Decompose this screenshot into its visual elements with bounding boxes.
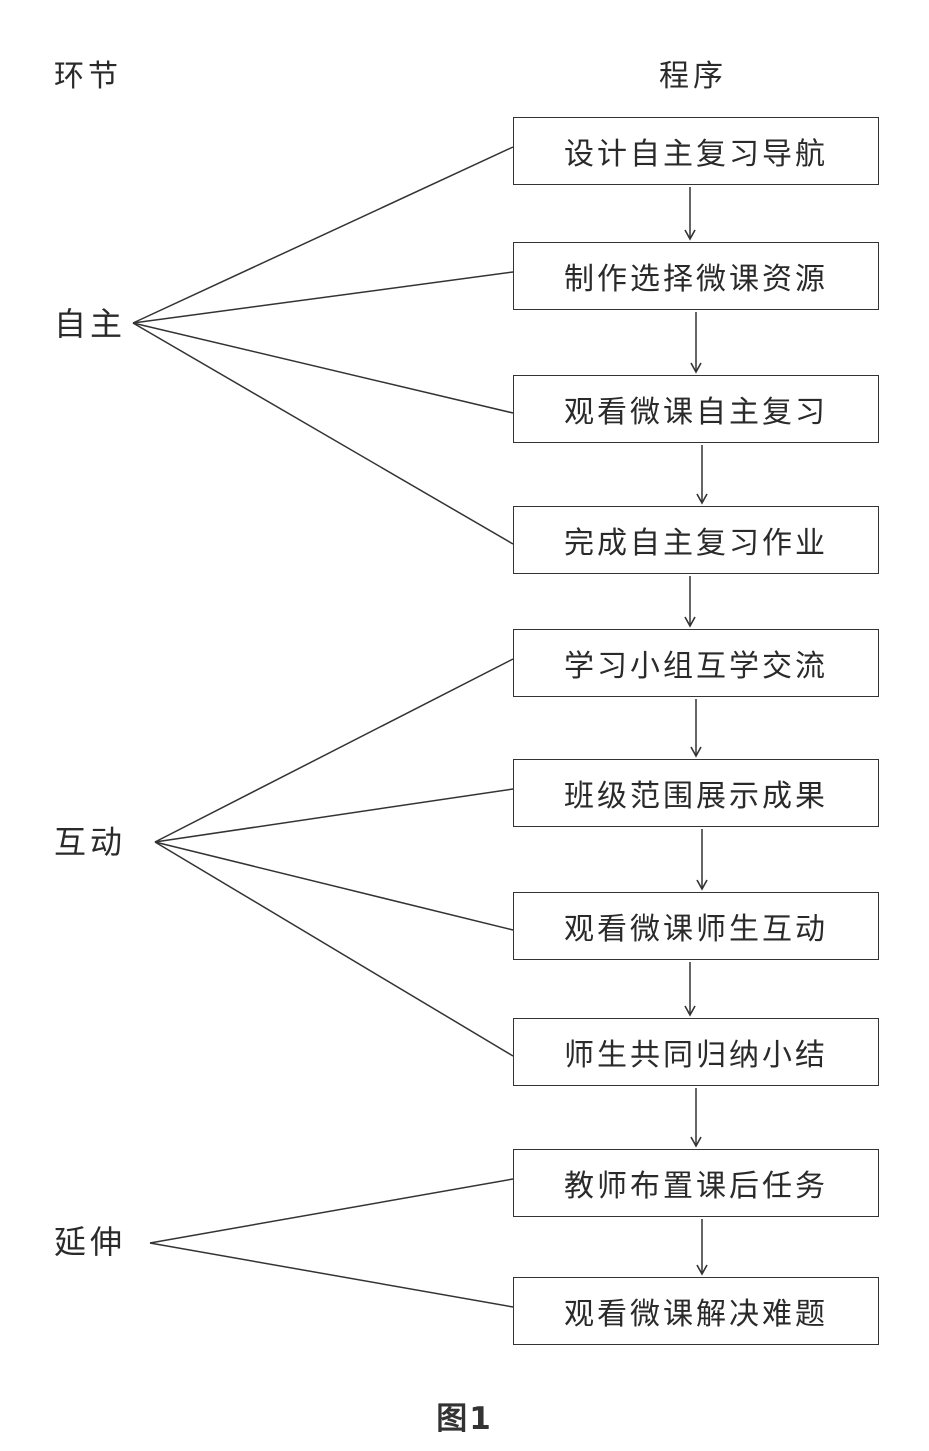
procedure-column-header: 程序 (659, 59, 727, 94)
step-box-5: 学习小组互学交流 (513, 629, 879, 697)
step-box-4: 完成自主复习作业 (513, 506, 879, 574)
step-arrows (684, 187, 708, 1276)
step-box-8: 师生共同归纳小结 (513, 1018, 879, 1086)
step-box-9: 教师布置课后任务 (513, 1149, 879, 1217)
connector-line-4 (132, 322, 514, 545)
step-box-1: 设计自主复习导航 (513, 117, 879, 185)
connector-line-8 (154, 841, 514, 1057)
step-box-7: 观看微课师生互动 (513, 892, 879, 960)
stage-label-zizhu: 自主 (54, 305, 127, 343)
connector-line-3 (132, 322, 514, 414)
connector-line-6 (154, 788, 514, 843)
connector-line-2 (132, 271, 514, 324)
stage-label-yanshen: 延伸 (54, 1223, 127, 1261)
connector-line-10 (149, 1242, 514, 1308)
step-box-10: 观看微课解决难题 (513, 1277, 879, 1345)
step-box-3: 观看微课自主复习 (513, 375, 879, 443)
stage-column-header: 环节 (54, 59, 122, 94)
connector-line-5 (154, 658, 514, 843)
figure-caption: 图1 (436, 1401, 493, 1437)
stage-connector-lines (132, 146, 514, 1308)
connector-line-9 (149, 1178, 514, 1244)
connector-line-1 (132, 146, 514, 324)
stage-label-hudong: 互动 (54, 823, 127, 861)
step-box-2: 制作选择微课资源 (513, 242, 879, 310)
connector-line-7 (154, 841, 514, 931)
step-box-6: 班级范围展示成果 (513, 759, 879, 827)
